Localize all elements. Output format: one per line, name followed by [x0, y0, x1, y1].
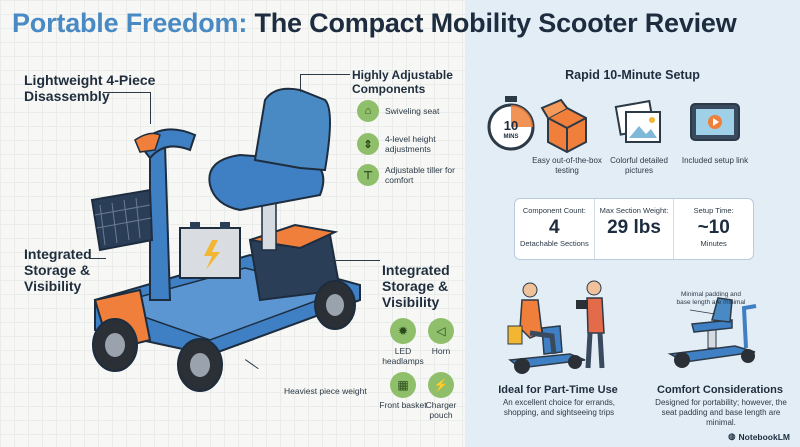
opt-label: Horn	[431, 346, 451, 356]
storage-basket: ▦ Front basket	[376, 372, 430, 410]
callout-disassembly: Lightweight 4-Piece Disassembly	[24, 72, 156, 104]
pictures-icon	[614, 99, 661, 143]
tiller-icon: ⊤	[357, 164, 379, 186]
step-label: Colorful detailed pictures	[610, 156, 668, 175]
basket-icon: ▦	[390, 372, 416, 398]
feature-label: 4-level height adjustments	[385, 134, 436, 154]
stat-max-weight: Max Section Weight: 29 lbs	[593, 199, 674, 259]
step-timer: 10 MINS	[474, 96, 548, 152]
horn-icon: ◁	[428, 318, 454, 344]
feature-label: Adjustable tiller for comfort	[385, 165, 455, 185]
stat-setup-time: Setup Time: ~10 Minutes	[673, 199, 753, 259]
stat-component-count: Component Count: 4 Detachable Sections	[515, 199, 594, 259]
comfort-body: Designed for portability; however, the s…	[655, 398, 787, 427]
feature-swivel-seat: ⌂ Swiveling seat	[357, 100, 455, 122]
comfort-note: Minimal padding and base length are mini…	[676, 291, 746, 306]
timer-unit: MINS	[503, 134, 519, 140]
stat-value: 29 lbs	[607, 217, 661, 238]
opt-label: LED headlamps	[382, 346, 424, 366]
title-highlight: Portable Freedom:	[12, 8, 248, 38]
stat-value: 4	[549, 217, 560, 238]
part-time-head: Ideal for Part-Time Use	[498, 384, 618, 396]
opt-label: Front basket	[379, 400, 427, 410]
height-adjust-icon: ⇕	[357, 133, 379, 155]
callout-storage-left: Integrated Storage & Visibility	[24, 246, 92, 294]
feature-height: ⇕ 4-level height adjustments	[357, 133, 457, 155]
box-icon	[540, 98, 587, 154]
step-label: Easy out-of-the-box testing	[532, 156, 602, 175]
setup-title: Rapid 10-Minute Setup	[565, 68, 700, 82]
stat-sub: Detachable Sections	[519, 239, 589, 248]
stat-sub: Minutes	[700, 239, 727, 248]
leader-adjustable-drop	[300, 74, 301, 92]
comfort-illustration	[667, 297, 757, 368]
seat-icon: ⌂	[357, 100, 379, 122]
led-icon: ✹	[390, 318, 416, 344]
callout-adjustable: Highly Adjustable Components	[352, 68, 453, 96]
title-rest: The Compact Mobility Scooter Review	[254, 8, 737, 38]
callout-storage-right: Integrated Storage & Visibility	[382, 262, 450, 310]
stat-head: Setup Time:	[693, 206, 734, 215]
charger-icon: ⚡	[428, 372, 454, 398]
logo-mark-icon: ◍	[728, 431, 736, 441]
timer-value: 10	[503, 118, 519, 133]
part-time-body: An excellent choice for errands, shoppin…	[502, 398, 616, 417]
comfort-head: Comfort Considerations	[657, 384, 783, 396]
leader-disassembly	[103, 92, 151, 93]
step-box: Easy out-of-the-box testing	[530, 96, 604, 176]
storage-horn: ◁ Horn	[414, 318, 468, 356]
battery-illustration	[179, 222, 241, 279]
page-title: Portable Freedom: The Compact Mobility S…	[12, 8, 737, 39]
leader-disassembly-drop	[150, 92, 151, 124]
step-video: Included setup link	[678, 96, 752, 166]
stats-card: Component Count: 4 Detachable Sections M…	[514, 198, 754, 260]
part-time-illustration	[507, 280, 605, 374]
storage-led: ✹ LED headlamps	[376, 318, 430, 366]
feature-tiller: ⊤ Adjustable tiller for comfort	[357, 164, 457, 186]
opt-label: Charger pouch	[425, 400, 457, 420]
stat-head: Component Count:	[522, 206, 586, 215]
step-label: Included setup link	[681, 156, 749, 165]
stat-head: Max Section Weight:	[599, 206, 669, 215]
scooter-illustration	[90, 87, 361, 392]
feature-label: Swiveling seat	[385, 106, 440, 116]
stat-value: ~10	[697, 217, 730, 238]
leader-storage-left	[90, 258, 106, 259]
leader-adjustable	[300, 74, 350, 75]
heaviest-note: Heaviest piece weight	[284, 386, 367, 396]
notebooklm-logo: ◍ NotebookLM	[728, 431, 790, 442]
video-icon	[690, 103, 740, 141]
storage-charger: ⚡ Charger pouch	[414, 372, 468, 420]
leader-storage-right	[330, 260, 380, 261]
stopwatch-icon	[487, 96, 535, 151]
step-pictures: Colorful detailed pictures	[602, 96, 676, 176]
logo-text: NotebookLM	[738, 431, 790, 442]
